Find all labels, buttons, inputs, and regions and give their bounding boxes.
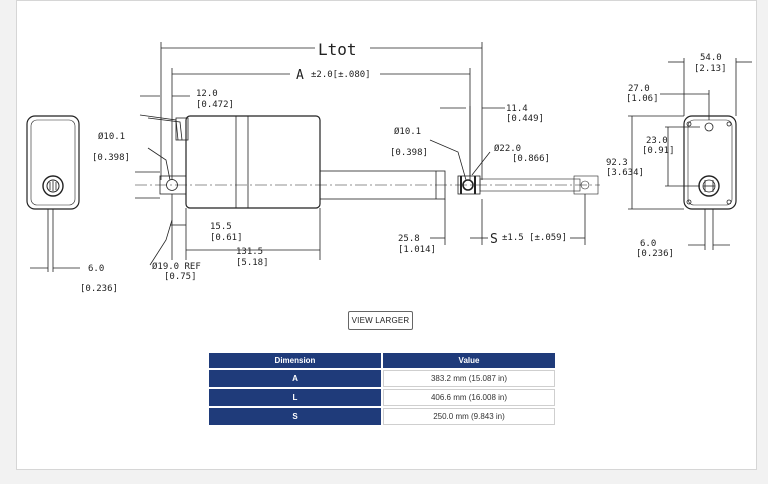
svg-text:[0.398]: [0.398] xyxy=(92,153,130,163)
row-value: 250.0 mm (9.843 in) xyxy=(383,408,555,425)
right-end-view-body xyxy=(683,115,737,210)
row-key: S xyxy=(209,408,381,425)
s-tolerance-label: ±1.5 [±.059] xyxy=(502,233,567,243)
table-row: A 383.2 mm (15.087 in) xyxy=(209,370,555,387)
left-end-view-body xyxy=(26,115,80,210)
table-header-row: Dimension Value xyxy=(209,353,555,368)
actuator-dimension-drawing: Ltot A ±2.0[±.080] 12.0 [0.472] Ø10.1 [0… xyxy=(26,40,752,294)
svg-text:[0.472]: [0.472] xyxy=(196,100,234,110)
svg-text:[0.398]: [0.398] xyxy=(390,148,428,158)
svg-text:11.4: 11.4 xyxy=(506,104,528,114)
svg-text:[1.06]: [1.06] xyxy=(626,94,659,104)
row-value: 383.2 mm (15.087 in) xyxy=(383,370,555,387)
column-header-value: Value xyxy=(383,353,555,368)
svg-text:Ø10.1: Ø10.1 xyxy=(394,126,421,137)
svg-text:92.3: 92.3 xyxy=(606,158,628,168)
a-label: A xyxy=(296,68,304,83)
ltot-label: Ltot xyxy=(318,40,357,59)
svg-text:Ø22.0: Ø22.0 xyxy=(494,143,521,154)
svg-text:6.0: 6.0 xyxy=(640,239,656,249)
row-key: A xyxy=(209,370,381,387)
dimension-table: Dimension Value A 383.2 mm (15.087 in) L… xyxy=(207,351,557,427)
svg-text:[0.91]: [0.91] xyxy=(642,146,675,156)
svg-text:[5.18]: [5.18] xyxy=(236,258,269,268)
table-row: S 250.0 mm (9.843 in) xyxy=(209,408,555,425)
svg-text:[0.236]: [0.236] xyxy=(80,284,118,294)
svg-text:[0.449]: [0.449] xyxy=(506,114,544,124)
svg-text:[3.634]: [3.634] xyxy=(606,168,644,178)
svg-text:54.0: 54.0 xyxy=(700,53,722,63)
svg-text:[0.75]: [0.75] xyxy=(164,272,197,282)
view-larger-button[interactable]: VIEW LARGER xyxy=(348,311,413,330)
svg-text:131.5: 131.5 xyxy=(236,247,263,257)
svg-text:[0.61]: [0.61] xyxy=(210,233,243,243)
svg-text:Ø10.1: Ø10.1 xyxy=(98,131,125,142)
svg-text:Ø19.0 REF: Ø19.0 REF xyxy=(152,261,201,272)
motor-body xyxy=(185,115,321,209)
svg-text:[1.014]: [1.014] xyxy=(398,245,436,255)
svg-text:[0.236]: [0.236] xyxy=(636,249,674,259)
row-value: 406.6 mm (16.008 in) xyxy=(383,389,555,406)
column-header-dimension: Dimension xyxy=(209,353,381,368)
table-row: L 406.6 mm (16.008 in) xyxy=(209,389,555,406)
svg-text:12.0: 12.0 xyxy=(196,89,218,99)
svg-text:23.0: 23.0 xyxy=(646,136,668,146)
svg-text:27.0: 27.0 xyxy=(628,84,650,94)
svg-text:25.8: 25.8 xyxy=(398,234,420,244)
svg-text:[0.866]: [0.866] xyxy=(512,154,550,164)
svg-text:[2.13]: [2.13] xyxy=(694,64,727,74)
left-end-view-eye xyxy=(42,175,64,197)
a-tolerance-label: ±2.0[±.080] xyxy=(311,70,371,80)
extended-rod xyxy=(479,178,581,192)
row-key: L xyxy=(209,389,381,406)
outer-tube xyxy=(319,170,446,200)
s-label: S xyxy=(490,232,498,247)
svg-text:15.5: 15.5 xyxy=(210,222,232,232)
svg-text:6.0: 6.0 xyxy=(88,264,104,274)
